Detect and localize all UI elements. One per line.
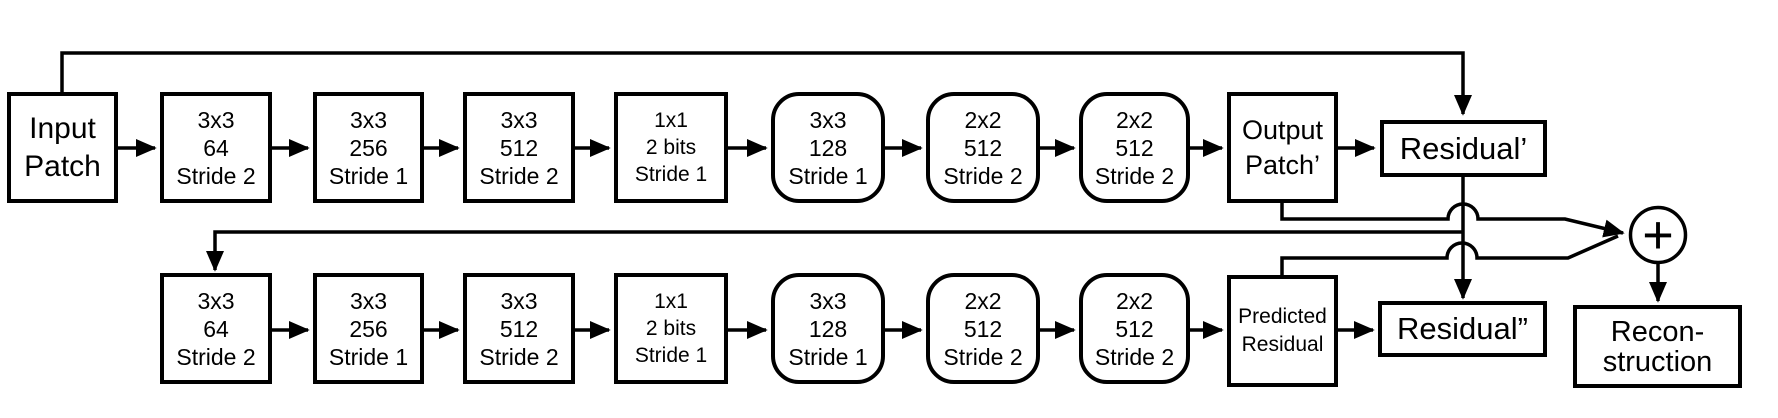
output-patch-line: Patch’	[1244, 149, 1321, 180]
wire-predicted-to-sum	[1280, 234, 1619, 275]
residual-double-prime-box: Residual”	[1378, 301, 1547, 357]
reconstruction-line: Recon-	[1610, 315, 1705, 348]
residual-double-prime-label: Residual”	[1397, 311, 1528, 346]
block-label-line: Stride 2	[176, 343, 256, 370]
block-label-line: Stride 1	[788, 162, 868, 189]
wire-output-to-sum	[1280, 202, 1625, 238]
block-label-line: Stride 1	[634, 344, 708, 367]
block-label-line: Stride 2	[943, 162, 1023, 189]
block-label-line: 512	[963, 134, 1003, 161]
block-label-line: Stride 2	[479, 343, 559, 370]
block-label-line: Stride 2	[176, 162, 256, 189]
block-label-line: 3x3	[349, 106, 388, 133]
row1-deconv-2x2-512-stride2-a: 2x2 512 Stride 2	[926, 92, 1040, 203]
row2-conv-3x3-64-stride2: 3x3 64 Stride 2	[160, 273, 272, 384]
input-patch-line: Patch	[24, 149, 101, 183]
row2-conv-1x1-2bits-stride1: 1x1 2 bits Stride 1	[614, 273, 728, 384]
block-label-line: 1x1	[654, 290, 688, 313]
block-label-line: 256	[349, 134, 388, 161]
block-label-line: Stride 2	[1094, 162, 1175, 189]
block-label-line: 3x3	[349, 287, 388, 314]
input-patch-line: Input	[29, 111, 96, 145]
predicted-residual-line: Predicted	[1238, 305, 1327, 328]
block-label-line: 2x2	[964, 106, 1002, 133]
block-label-line: 2x2	[1115, 287, 1154, 314]
block-label-line: 128	[808, 315, 848, 342]
row1-conv-3x3-64-stride2: 3x3 64 Stride 2	[160, 92, 272, 203]
block-label-line: Stride 1	[634, 163, 708, 186]
row2-deconv-3x3-128-stride1: 3x3 128 Stride 1	[771, 273, 885, 384]
block-label-line: Stride 1	[328, 162, 409, 189]
predicted-residual-box: Predicted Residual	[1227, 275, 1338, 387]
block-label-line: 2x2	[964, 287, 1002, 314]
block-label-line: Stride 2	[1094, 343, 1175, 370]
sum-node-circle	[1628, 205, 1688, 265]
wire-input-to-residual1	[60, 51, 1473, 116]
block-label-line: 256	[349, 315, 388, 342]
block-label-line: Stride 1	[328, 343, 409, 370]
block-label-line: 3x3	[197, 287, 235, 314]
row2-deconv-2x2-512-stride2-a: 2x2 512 Stride 2	[926, 273, 1040, 384]
block-label-line: Stride 1	[788, 343, 868, 370]
row1-input-patch-box: Input Patch	[7, 92, 118, 203]
block-label-line: Stride 2	[479, 162, 559, 189]
reconstruction-line: struction	[1602, 345, 1713, 378]
plus-icon: +	[1642, 205, 1674, 265]
block-label-line: 3x3	[809, 287, 847, 314]
row1-conv-3x3-512-stride2: 3x3 512 Stride 2	[463, 92, 575, 203]
residual-prime-label: Residual’	[1399, 130, 1528, 166]
row2-conv-3x3-256-stride1: 3x3 256 Stride 1	[313, 273, 424, 384]
row2-deconv-2x2-512-stride2-b: 2x2 512 Stride 2	[1079, 273, 1190, 384]
block-label-line: 2 bits	[645, 317, 697, 340]
block-label-line: 3x3	[197, 106, 235, 133]
block-label-line: 512	[963, 315, 1003, 342]
row1-conv-3x3-256-stride1: 3x3 256 Stride 1	[313, 92, 424, 203]
block-label-line: 512	[1115, 134, 1154, 161]
wire-residual1-to-row2	[205, 230, 1463, 272]
row1-conv-1x1-2bits-stride1: 1x1 2 bits Stride 1	[614, 92, 728, 203]
row1-deconv-3x3-128-stride1: 3x3 128 Stride 1	[771, 92, 885, 203]
block-label-line: 128	[808, 134, 848, 161]
block-label-line: 1x1	[654, 109, 688, 132]
block-label-line: 512	[499, 315, 539, 342]
block-label-line: Stride 2	[943, 343, 1023, 370]
block-label-line: 64	[203, 134, 229, 161]
block-label-line: 512	[1115, 315, 1154, 342]
row2-conv-3x3-512-stride2: 3x3 512 Stride 2	[463, 273, 575, 384]
block-label-line: 64	[203, 315, 229, 342]
block-label-line: 3x3	[809, 106, 847, 133]
block-label-line: 2 bits	[645, 136, 697, 159]
residual-prime-box: Residual’	[1380, 120, 1547, 177]
predicted-residual-line: Residual	[1241, 333, 1324, 356]
block-label-line: 3x3	[500, 106, 538, 133]
output-patch-line: Output	[1241, 114, 1324, 145]
block-label-line: 3x3	[500, 287, 538, 314]
block-label-line: 2x2	[1115, 106, 1154, 133]
row1-output-patch-box: Output Patch’	[1227, 92, 1338, 203]
block-label-line: 512	[499, 134, 539, 161]
reconstruction-box: Recon- struction	[1573, 305, 1742, 388]
row1-deconv-2x2-512-stride2-b: 2x2 512 Stride 2	[1079, 92, 1190, 203]
